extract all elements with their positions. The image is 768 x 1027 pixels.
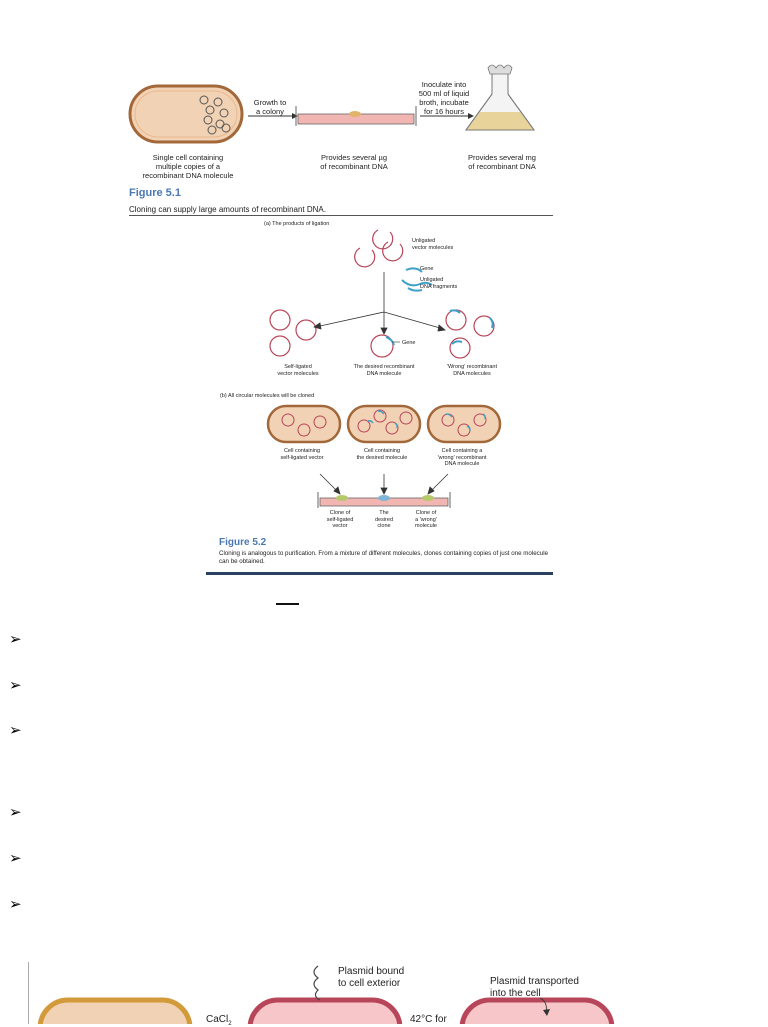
figure-5-1-rule <box>129 215 553 216</box>
gene-label-top: Gene <box>420 266 434 272</box>
growth-label: Growth to a colony <box>253 98 287 116</box>
figure-5-1-label: Figure 5.1 <box>129 187 181 199</box>
figure-5-2-label: Figure 5.2 <box>219 537 267 548</box>
dish-caption: Provides several µg of recombinant DNA <box>320 153 388 171</box>
bottom-figure-graphic <box>37 965 615 1024</box>
cell-caption: Single cell containing multiple copies o… <box>142 153 234 180</box>
figure-5-2b-graphic <box>266 404 502 508</box>
figure-5-2-rule <box>206 572 553 575</box>
desired-recombinant-label: The desired recombinant DNA molecule <box>353 364 415 377</box>
part-b-label: (b) All circular molecules will be clone… <box>220 393 315 399</box>
bullet-4: ➢ <box>9 803 22 821</box>
bullet-3: ➢ <box>9 721 22 739</box>
clone3-label: Clone of a 'wrong' molecule <box>414 510 437 529</box>
cell-right <box>459 997 615 1024</box>
cell3-label: Cell containing a 'wrong' recombinant DN… <box>437 448 487 467</box>
cell-middle <box>247 997 403 1024</box>
figure-5-2a-graphic <box>269 229 495 359</box>
bottom-figure-rule <box>28 962 29 1024</box>
clone2-label: The desired clone <box>374 510 394 529</box>
clone-wrong <box>422 495 434 501</box>
cacl2-label: CaCl2 <box>206 1014 232 1027</box>
cell-desired <box>346 404 422 444</box>
bullet-5: ➢ <box>9 849 22 867</box>
plasmid-transported-label: Plasmid transported into the cell <box>490 976 579 999</box>
inoculate-label: Inoculate into 500 ml of liquid broth, i… <box>418 80 470 116</box>
plasmid-bound-label: Plasmid bound to cell exterior <box>338 966 405 989</box>
unligated-vector-label: Unligated vector molecules <box>412 238 454 251</box>
heat-label: 42°C for <box>410 1014 447 1025</box>
figure-5-1-caption: Cloning can supply large amounts of reco… <box>129 205 326 214</box>
clone1-label: Clone of self-ligated vector <box>326 510 354 529</box>
unligated-dna-label: Unligated DNA fragments <box>420 277 458 290</box>
clone-desired <box>378 495 390 501</box>
figure-5-1-graphic <box>128 64 535 144</box>
cell1-label: Cell containing self-ligated vector <box>280 448 324 461</box>
part-a-label: (a) The products of ligation <box>264 221 330 227</box>
bullet-2: ➢ <box>9 676 22 694</box>
flask-icon <box>465 64 535 131</box>
colony <box>349 111 361 117</box>
wrong-recombinant-label: 'Wrong' recombinant DNA molecules <box>447 364 497 377</box>
self-ligated-label: Self-ligated vector molecules <box>277 364 319 377</box>
bullet-1: ➢ <box>9 630 22 648</box>
gene-label-mid: Gene <box>402 340 416 346</box>
flask-caption: Provides several mg of recombinant DNA <box>468 153 536 171</box>
clone-self-ligated <box>336 495 348 501</box>
cell-left <box>37 997 193 1024</box>
cell2-label: Cell containing the desired molecule <box>356 448 408 461</box>
figure-5-2-caption: Cloning is analogous to purification. Fr… <box>219 550 549 565</box>
plasmid-icon <box>313 965 321 1001</box>
section-dash <box>276 603 299 605</box>
bullet-6: ➢ <box>9 895 22 913</box>
